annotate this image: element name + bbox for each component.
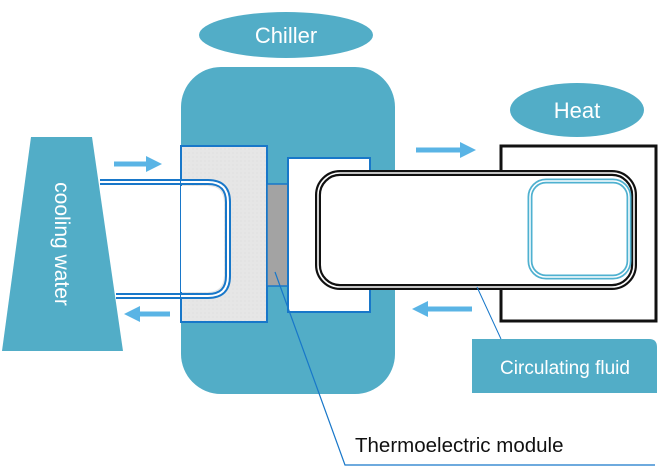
circulating-fluid-loop [315, 170, 637, 290]
fluid-loop-inner [317, 172, 635, 288]
heat-exchanger-coil [527, 178, 632, 280]
cooling-pipe-over-plate [181, 179, 231, 299]
fluid-loop-outer [315, 170, 637, 290]
thermoelectric-module-text: Thermoelectric module [355, 434, 564, 457]
thermoelectric-module [266, 183, 289, 287]
heat-label: Heat [510, 83, 644, 137]
circulating-fluid-box [472, 339, 657, 393]
thermoelectric-leader [274, 271, 655, 466]
heat-label-text: Heat [554, 98, 600, 123]
chiller-label: Chiller [199, 12, 373, 58]
chiller-label-text: Chiller [255, 23, 317, 48]
circulating-fluid-label: Circulating fluid [472, 339, 657, 393]
circulating-fluid-leader [476, 286, 502, 340]
coil-inner [529, 180, 630, 278]
cooling-water-shape [2, 137, 123, 351]
cooling-water-text: cooling water [50, 182, 73, 306]
chiller-label-ellipse [199, 12, 373, 58]
cooling-water-tower: cooling water [2, 137, 123, 351]
circulating-fluid-text: Circulating fluid [500, 358, 630, 379]
heat-label-ellipse [510, 83, 644, 137]
